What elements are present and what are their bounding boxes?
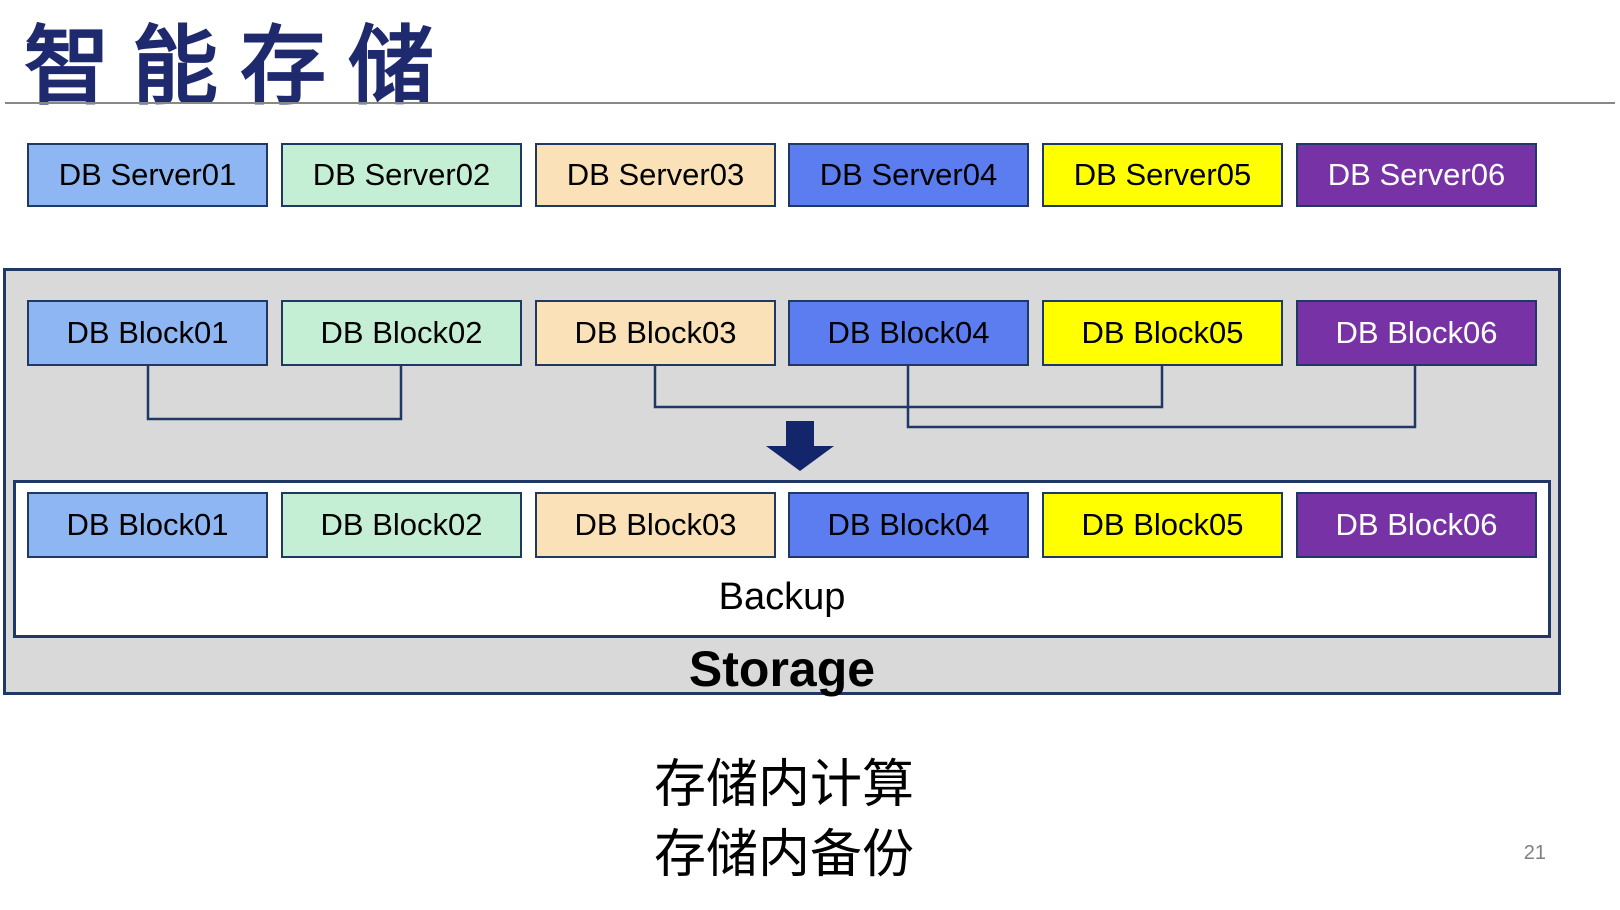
db-block-source-1: DB Block01 — [27, 300, 268, 366]
db-server-box-3: DB Server03 — [535, 143, 776, 207]
db-server-box-4: DB Server04 — [788, 143, 1029, 207]
storage-label: Storage — [688, 641, 876, 697]
db-server-box-1: DB Server01 — [27, 143, 268, 207]
db-block-backup-2: DB Block02 — [281, 492, 522, 558]
page-title: 智能存储 — [24, 19, 456, 115]
db-block-source-4: DB Block04 — [788, 300, 1029, 366]
db-server-box-6: DB Server06 — [1296, 143, 1537, 207]
title-divider — [5, 102, 1615, 104]
db-block-source-6: DB Block06 — [1296, 300, 1537, 366]
db-server-box-2: DB Server02 — [281, 143, 522, 207]
db-block-backup-6: DB Block06 — [1296, 492, 1537, 558]
db-block-backup-4: DB Block04 — [788, 492, 1029, 558]
db-block-backup-3: DB Block03 — [535, 492, 776, 558]
caption-line-2: 存储内备份 — [654, 826, 915, 884]
db-block-backup-1: DB Block01 — [27, 492, 268, 558]
backup-label: Backup — [718, 576, 846, 618]
db-block-source-3: DB Block03 — [535, 300, 776, 366]
db-block-backup-5: DB Block05 — [1042, 492, 1283, 558]
backup-container — [13, 480, 1551, 638]
db-server-box-5: DB Server05 — [1042, 143, 1283, 207]
db-block-source-2: DB Block02 — [281, 300, 522, 366]
caption-line-1: 存储内计算 — [654, 756, 915, 814]
page-number: 21 — [1523, 842, 1546, 864]
db-block-source-5: DB Block05 — [1042, 300, 1283, 366]
caption: 存储内计算 存储内备份 — [654, 750, 914, 890]
